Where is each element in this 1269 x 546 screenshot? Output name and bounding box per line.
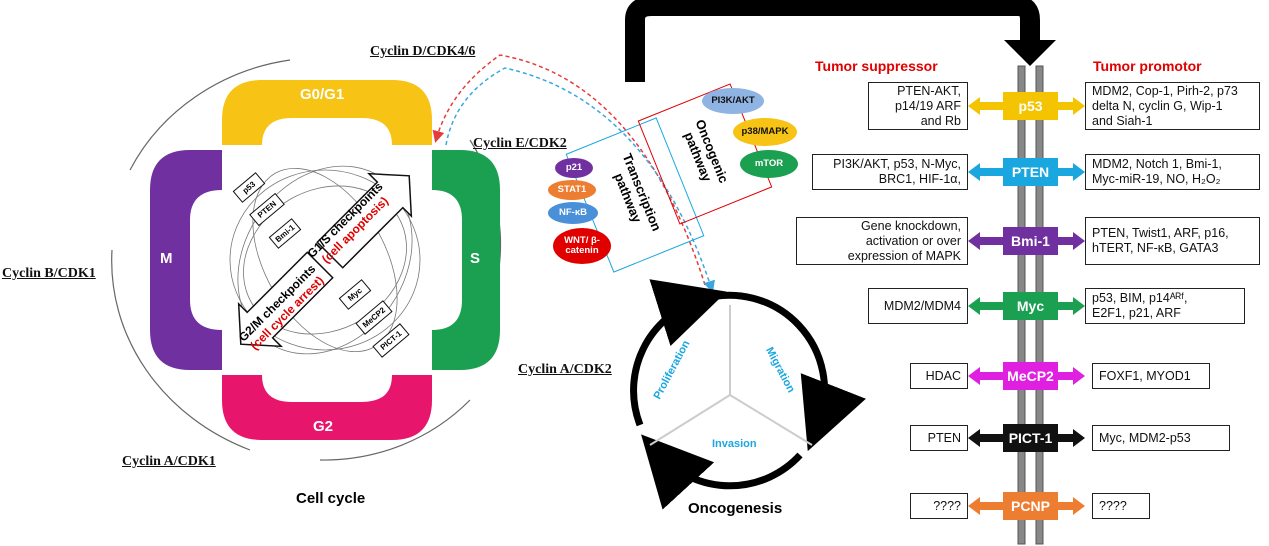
promotor-box-bmi-1: PTEN, Twist1, ARF, p16,hTERT, NF-κB, GAT… (1085, 217, 1260, 265)
oncogenesis-cycle (630, 279, 866, 510)
suppressor-box-pten: PI3K/AKT, p53, N-Myc,BRC1, HIF-1α, (812, 154, 968, 190)
cyclin-a-cdk1-label: Cyclin A/CDK1 (122, 454, 216, 469)
cyclin-b-label: Cyclin B/CDK1 (2, 266, 96, 281)
phase-g2-segment (222, 375, 432, 440)
promotor-box-pict-1: Myc, MDM2-p53 (1092, 425, 1230, 451)
phase-g2-label: G2 (313, 418, 334, 435)
g1s-checkpoint-arrow (316, 172, 413, 269)
phase-m-segment (150, 150, 222, 370)
suppressor-box-myc: MDM2/MDM4 (868, 288, 968, 324)
phase-m-label: M (160, 250, 173, 267)
suppressor-line: ???? (933, 498, 961, 513)
suppressor-line: MDM2/MDM4 (883, 298, 961, 313)
promotor-box-myc: p53, BIM, p14ᴬᴿᶠ,E2F1, p21, ARF (1085, 288, 1245, 324)
promotor-line: FOXF1, MYOD1 (1099, 368, 1191, 383)
promotor-line: MDM2, Notch 1, Bmi-1, (1092, 157, 1222, 171)
kinase-mtor: mTOR (740, 150, 798, 178)
phase-s-label: S (470, 250, 481, 267)
tumor-promotor-header: Tumor promotor (1093, 58, 1202, 74)
suppressor-line: PTEN (927, 430, 961, 445)
tumor-suppressor-header: Tumor suppressor (815, 58, 938, 74)
gene-box-pcnp: PCNP (1003, 492, 1058, 520)
promotor-line: Myc-miR-19, NO, H₂O₂ (1092, 172, 1221, 186)
kinase-p38: p38/MAPK (733, 118, 797, 146)
gene-box-mecp2: MeCP2 (1003, 362, 1058, 390)
red-dashed-arrow (432, 54, 706, 286)
suppressor-line: expression of MAPK (847, 248, 961, 263)
suppressor-box-mecp2: HDAC (910, 363, 968, 389)
suppressor-line: HDAC (925, 368, 961, 383)
invasion-label: Invasion (712, 438, 757, 450)
promotor-box-pten: MDM2, Notch 1, Bmi-1,Myc-miR-19, NO, H₂O… (1085, 154, 1260, 190)
suppressor-box-pict-1: PTEN (910, 425, 968, 451)
cyclin-d-label: Cyclin D/CDK4/6 (370, 44, 476, 59)
black-connector-arrowhead (1004, 40, 1056, 66)
factor-nfkb: NF-κB (548, 202, 598, 224)
promotor-line: p53, BIM, p14ᴬᴿᶠ, (1092, 291, 1188, 305)
gene-box-pict-1: PICT-1 (1003, 424, 1058, 452)
cyclin-e-label: Cyclin E/CDK2 (473, 136, 567, 151)
gene-box-myc: Myc (1003, 292, 1058, 320)
phase-g0g1-label: G0/G1 (300, 86, 345, 103)
promotor-line: E2F1, p21, ARF (1092, 306, 1181, 320)
phase-s-segment (432, 150, 500, 370)
kinase-pi3k: PI3K/AKT (702, 88, 764, 114)
factor-p21: p21 (555, 158, 593, 178)
cell-cycle-caption: Cell cycle (296, 490, 366, 507)
suppressor-line: PI3K/AKT, p53, N-Myc, (833, 157, 961, 171)
promotor-line: hTERT, NF-κB, GATA3 (1092, 241, 1219, 255)
gene-box-p53: p53 (1003, 92, 1058, 120)
promotor-line: ???? (1099, 498, 1127, 513)
phase-g0g1-segment (222, 80, 432, 145)
gene-box-pten: PTEN (1003, 158, 1058, 186)
promotor-line: and Siah-1 (1092, 113, 1153, 128)
oncogenesis-caption: Oncogenesis (688, 500, 783, 517)
promotor-line: delta N, cyclin G, Wip-1 (1092, 98, 1223, 113)
promotor-line: PTEN, Twist1, ARF, p16, (1092, 226, 1229, 240)
cyclin-a-cdk2-label: Cyclin A/CDK2 (518, 362, 612, 377)
suppressor-line: PTEN-AKT, (897, 83, 961, 98)
promotor-line: Myc, MDM2-p53 (1099, 430, 1191, 445)
suppressor-line: Gene knockdown, (860, 218, 961, 233)
promotor-line: MDM2, Cop-1, Pirh-2, p73 (1092, 83, 1238, 98)
suppressor-line: activation or over (865, 233, 961, 248)
black-connector-arrow (625, 0, 1040, 82)
g2m-checkpoint-arrow (237, 251, 334, 348)
suppressor-line: p14/19 ARF (894, 98, 961, 113)
gene-box-bmi-1: Bmi-1 (1003, 227, 1058, 255)
promotor-box-mecp2: FOXF1, MYOD1 (1092, 363, 1210, 389)
factor-stat1: STAT1 (548, 180, 596, 200)
suppressor-line: and Rb (920, 113, 961, 128)
factor-wnt: WNT/ β-catenin (553, 228, 611, 264)
suppressor-box-pcnp: ???? (910, 493, 968, 519)
suppressor-line: BRC1, HIF-1α, (878, 172, 961, 186)
promotor-box-pcnp: ???? (1092, 493, 1150, 519)
